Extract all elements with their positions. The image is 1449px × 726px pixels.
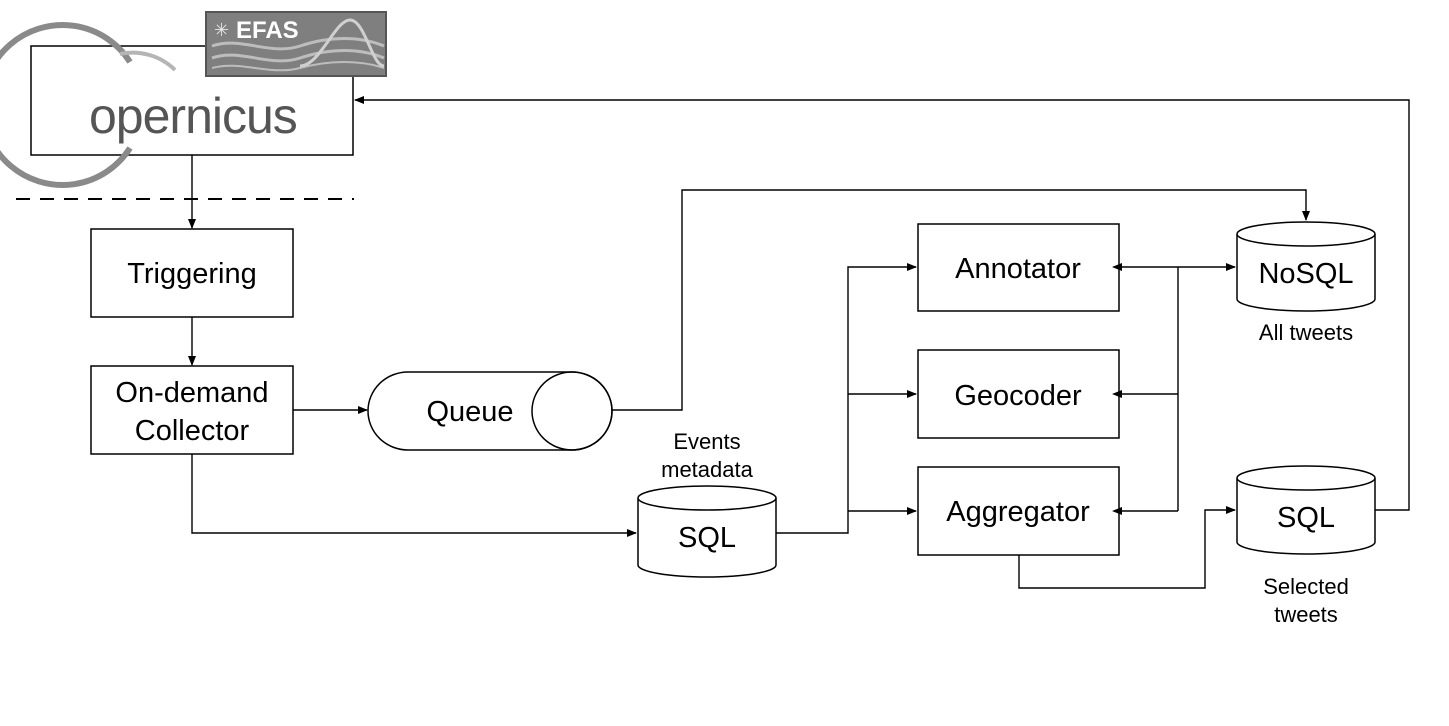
all-tweets-caption: All tweets xyxy=(1259,320,1353,345)
queue-node: Queue xyxy=(367,371,613,451)
events-metadata-caption-line1: Events xyxy=(673,429,740,454)
sql-events-label: SQL xyxy=(678,522,736,554)
sql-events-node: SQL xyxy=(637,485,777,578)
aggregator-label: Aggregator xyxy=(946,496,1090,528)
selected-tweets-caption-line2: tweets xyxy=(1274,602,1338,627)
selected-tweets-caption-line1: Selected xyxy=(1263,574,1349,599)
edge-aggregator-sqlselected xyxy=(1018,506,1236,589)
edge-collector-sql xyxy=(191,454,637,537)
nosql-node: NoSQL xyxy=(1236,221,1376,312)
efas-wordmark: EFAS xyxy=(236,17,299,44)
edge-sql-fork xyxy=(776,511,849,534)
annotator-node: Annotator xyxy=(917,223,1120,312)
nosql-label: NoSQL xyxy=(1258,258,1353,290)
edge-fork-annotator xyxy=(847,263,917,511)
edge-queue-nosql xyxy=(612,189,1310,411)
collector-label-line1: On-demand xyxy=(115,377,268,409)
efas-logo: ✳ EFAS xyxy=(205,11,387,77)
aggregator-node: Aggregator xyxy=(917,466,1120,556)
sql-selected-node: SQL xyxy=(1236,465,1376,555)
copernicus-wordmark: opernicus xyxy=(89,88,297,144)
triggering-label: Triggering xyxy=(127,258,256,290)
events-metadata-caption-line2: metadata xyxy=(661,457,753,482)
sql-selected-label: SQL xyxy=(1277,502,1335,534)
edge-sqlselected-copernicus xyxy=(354,96,1410,511)
geocoder-node: Geocoder xyxy=(917,349,1120,439)
efas-star-icon: ✳ xyxy=(214,20,229,40)
annotator-label: Annotator xyxy=(955,253,1081,285)
collector-node: On-demand Collector xyxy=(90,365,294,455)
geocoder-label: Geocoder xyxy=(954,380,1082,412)
collector-label-line2: Collector xyxy=(135,415,250,447)
triggering-node: Triggering xyxy=(90,228,294,318)
queue-label: Queue xyxy=(426,396,513,428)
